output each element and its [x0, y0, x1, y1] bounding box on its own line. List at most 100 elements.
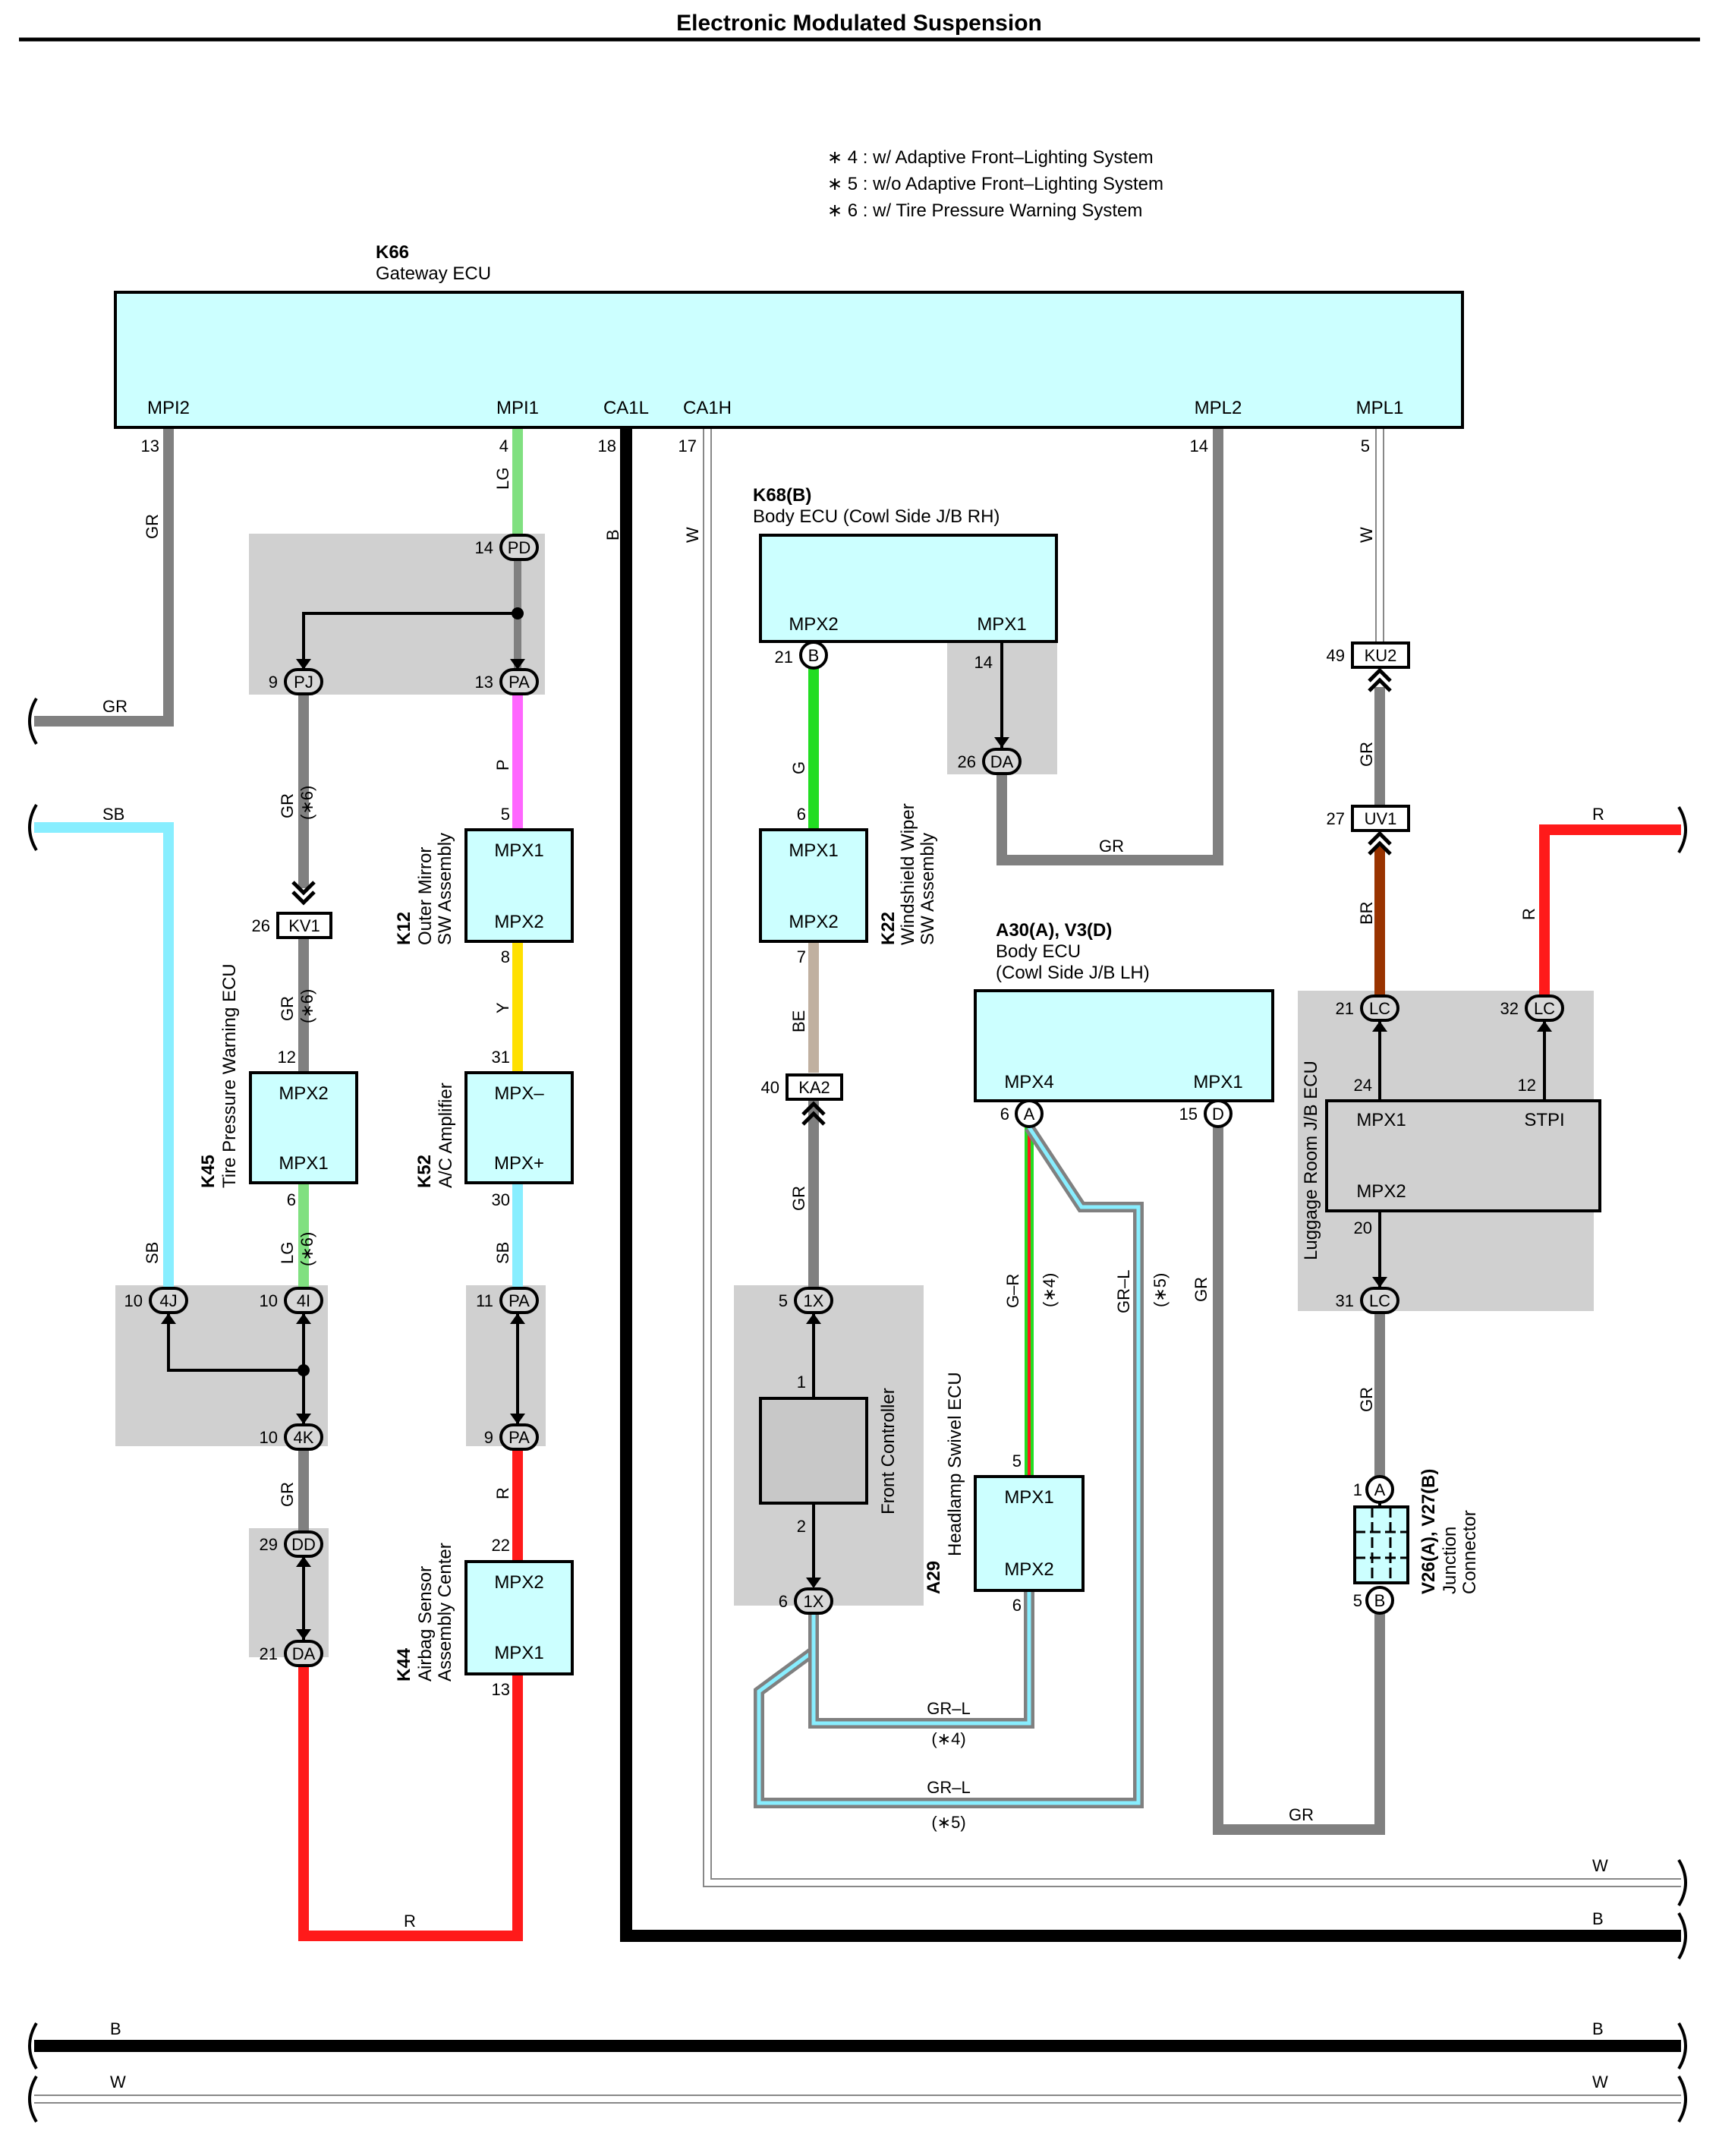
connector-d-lh-label: D — [1212, 1105, 1224, 1124]
connector-ku2-label: KU2 — [1365, 646, 1397, 665]
connector-da-26-label: DA — [990, 752, 1014, 771]
connector-pa-13-num: 13 — [475, 673, 493, 692]
connector-uv1 — [1351, 805, 1410, 832]
arrow-lc32 — [1537, 1021, 1552, 1032]
body-ecu-rh-pin-mpx1: MPX1 — [977, 614, 1026, 635]
break-sb-left — [28, 803, 38, 852]
k12-outer-mirror: MPX1 MPX2 5 8 K12 Outer Mirror SW Assemb… — [394, 805, 574, 966]
junction-connector-name2: Connector — [1459, 1510, 1480, 1594]
k44-pinno-22: 22 — [492, 1536, 510, 1555]
k22-pinno-7: 7 — [797, 947, 806, 966]
connector-b-rh — [799, 641, 828, 670]
a29-pin-mpx1: MPX1 — [1004, 1487, 1053, 1508]
connector-kv1 — [276, 912, 332, 939]
k52-pinno-30: 30 — [492, 1190, 510, 1209]
connector-uv1-label: UV1 — [1365, 809, 1397, 828]
k12-pin-mpx1: MPX1 — [494, 840, 543, 861]
k44-airbag-sensor: MPX2 MPX1 22 13 K44 Airbag Sensor Assemb… — [394, 1536, 574, 1699]
connector-da-21-num: 21 — [260, 1644, 278, 1663]
junction-connector-pin-a — [1365, 1475, 1394, 1504]
chevron-kv1 — [291, 881, 316, 906]
gateway-ecu: K66 Gateway ECU MPI2 MPI1 CA1L CA1H MPL2… — [114, 242, 1464, 455]
label-gr-junction-bottom: GR — [1289, 1805, 1314, 1824]
connector-pd-label: PD — [508, 538, 531, 557]
connector-b-rh-label: B — [808, 646, 820, 665]
a29-pin-mpx2: MPX2 — [1004, 1559, 1053, 1580]
body-ecu-lh-pin-mpx4: MPX4 — [1004, 1072, 1053, 1092]
note-5: ∗ 5 : w/o Adaptive Front–Lighting System — [827, 174, 1163, 194]
label-sb-4j: SB — [143, 1242, 162, 1264]
break-w-right — [1677, 1858, 1687, 1907]
label-star5-vert: (∗5) — [1151, 1273, 1170, 1307]
k22-pin-mpx2: MPX2 — [789, 912, 838, 932]
label-w-bottom-left: W — [110, 2072, 126, 2091]
arrow-dd — [296, 1556, 311, 1567]
k45-tire-pressure-ecu: MPX2 MPX1 12 6 K45 Tire Pressure Warning… — [198, 963, 358, 1209]
luggage-ecu-name: Luggage Room J/B ECU — [1301, 1061, 1321, 1260]
label-w-ca1h: W — [683, 527, 702, 543]
body-ecu-lh: A30(A), V3(D) Body ECU (Cowl Side J/B LH… — [974, 920, 1274, 1128]
connector-lc-32-label: LC — [1534, 999, 1555, 1018]
break-b-bottom-right — [1677, 2022, 1687, 2070]
wire-r-loop — [298, 1666, 523, 1941]
wire-w-ca1h — [704, 429, 1681, 1886]
label-r-right: R — [1592, 805, 1604, 824]
gateway-pinno-5: 5 — [1361, 437, 1370, 455]
arrow-4j — [161, 1313, 176, 1324]
page-title: Electronic Modulated Suspension — [676, 11, 1042, 36]
break-r-right — [1677, 805, 1687, 854]
body-ecu-rh-code: K68(B) — [753, 485, 811, 506]
connector-4k-num: 10 — [260, 1428, 278, 1447]
k44-pinno-13: 13 — [492, 1680, 510, 1699]
k45-code: K45 — [198, 1155, 219, 1188]
break-b-right — [1677, 1912, 1687, 1960]
body-ecu-rh-pin-mpx2: MPX2 — [789, 614, 838, 635]
front-controller-name: Front Controller — [878, 1388, 899, 1515]
label-g: G — [789, 761, 808, 774]
label-gr-mpi2: GR — [143, 514, 162, 539]
connector-pd-num: 14 — [475, 538, 493, 557]
chevron-ka2 — [801, 1101, 826, 1126]
luggage-room-jb-ecu: MPX1 STPI MPX2 24 12 20 Luggage Room J/B… — [1301, 1061, 1601, 1260]
connector-pa-9-label: PA — [508, 1428, 530, 1447]
a29-pinno-6: 6 — [1012, 1596, 1022, 1615]
k12-box — [464, 828, 574, 943]
luggage-ecu-box — [1325, 1099, 1601, 1212]
wire-r-right — [1539, 824, 1681, 994]
connector-pa-9 — [499, 1423, 539, 1451]
label-b-right: B — [1592, 1909, 1604, 1928]
arrow-pa11 — [510, 1313, 525, 1324]
label-star6-k45: (∗6) — [298, 1232, 316, 1266]
gateway-pinno-18: 18 — [598, 437, 616, 455]
wire-gr-l-4 — [811, 1590, 1031, 1726]
a29-code: A29 — [924, 1561, 944, 1594]
arrow-da21 — [296, 1629, 311, 1640]
connector-1x-5 — [794, 1287, 833, 1314]
label-r-k44: R — [493, 1487, 512, 1499]
connector-da-21-label: DA — [292, 1644, 316, 1663]
front-controller-pinno-1: 1 — [797, 1373, 806, 1392]
k22-code: K22 — [878, 912, 899, 945]
connector-pa-9-num: 9 — [484, 1428, 493, 1447]
wire-gr-l-5 — [757, 1126, 1141, 1805]
label-sb-k52: SB — [493, 1242, 512, 1264]
label-gr-l-4: GR–L — [927, 1699, 970, 1718]
break-w-bottom-right — [1677, 2075, 1687, 2123]
connector-4i-num: 10 — [260, 1291, 278, 1310]
junction-connector-pin-a-label: A — [1374, 1480, 1386, 1499]
wire-sb-left — [34, 822, 174, 1287]
label-y: Y — [493, 1002, 512, 1013]
connector-lc-31 — [1360, 1287, 1399, 1314]
k44-pin-mpx2: MPX2 — [494, 1572, 543, 1593]
connector-1x-6 — [794, 1587, 833, 1615]
label-gr-pj: GR — [278, 793, 297, 818]
connectors: PD 14 PJ 9 PA 13 KV1 26 4J 10 4I 10 4K 1… — [124, 534, 1564, 1667]
gateway-pin-mpl1: MPL1 — [1356, 398, 1404, 418]
connector-1x-5-num: 5 — [779, 1291, 788, 1310]
label-w-right: W — [1592, 1856, 1608, 1875]
connector-da-26-num: 26 — [958, 752, 976, 771]
k44-pin-mpx1: MPX1 — [494, 1643, 543, 1663]
gateway-pin-mpl2: MPL2 — [1195, 398, 1242, 418]
k22-name1: Windshield Wiper — [898, 803, 918, 945]
junction-connector-pin-b-label: B — [1374, 1591, 1386, 1610]
